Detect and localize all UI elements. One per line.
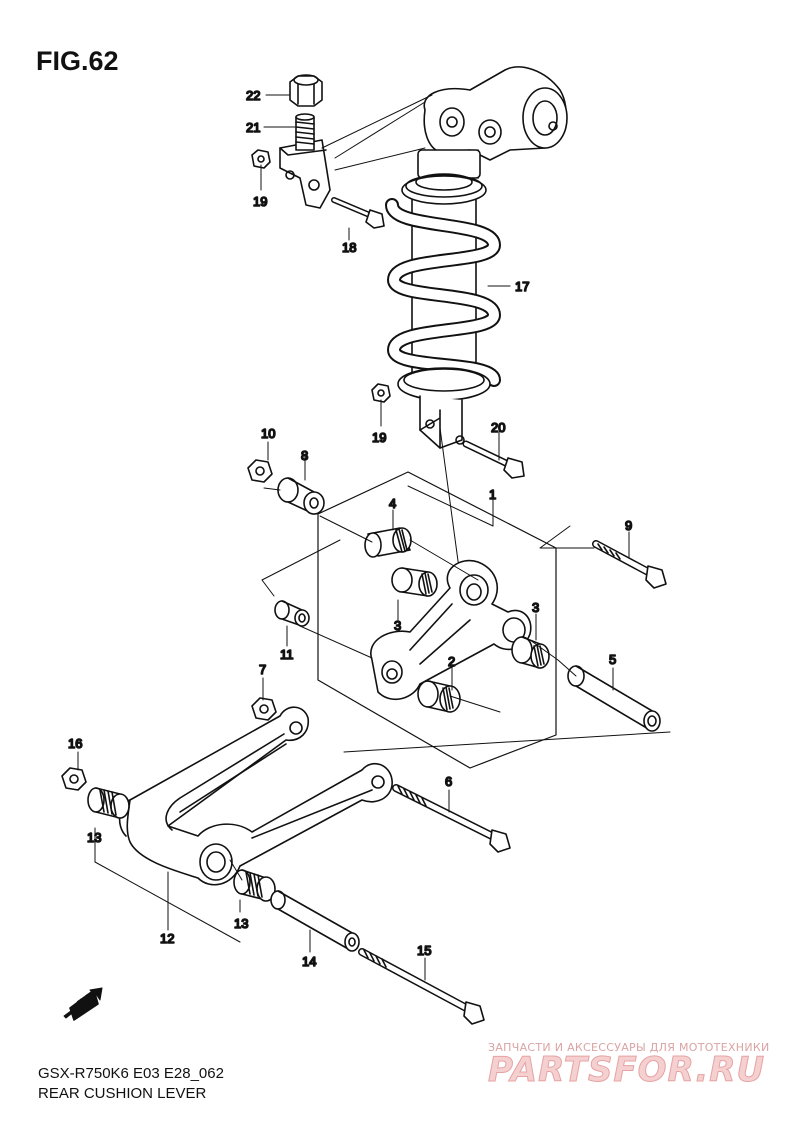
pipe-5 xyxy=(567,665,661,732)
part-label-5: 5 xyxy=(609,652,616,667)
bolt-15 xyxy=(358,948,485,1025)
bolt-9 xyxy=(592,540,667,589)
nut-16 xyxy=(61,767,87,791)
part-number-labels: 22 21 19 18 17 19 20 10 8 1 4 9 3 3 11 5… xyxy=(67,87,633,970)
part-label-21: 21 xyxy=(246,120,260,135)
bolt-20 xyxy=(455,435,525,479)
part-label-13-upper: 13 xyxy=(87,830,101,845)
bearing-3-right xyxy=(511,636,550,669)
part-label-11: 11 xyxy=(280,647,294,662)
figure-title: FIG.62 xyxy=(36,46,119,76)
part-label-20: 20 xyxy=(491,420,505,435)
part-label-9: 9 xyxy=(625,518,632,533)
part-label-22: 22 xyxy=(246,88,260,103)
watermark-tagline: ЗАПЧАСТИ И АКСЕССУАРЫ ДЛЯ МОТОТЕХНИКИ xyxy=(488,1041,770,1054)
pipe-14 xyxy=(270,890,360,952)
part-label-18: 18 xyxy=(342,240,356,255)
cushion-lever xyxy=(370,559,532,701)
lever-group-outline xyxy=(317,471,557,769)
nut-10 xyxy=(247,459,273,483)
bearing-4 xyxy=(364,527,412,558)
bolt-18 xyxy=(331,197,385,229)
part-label-2: 2 xyxy=(448,654,455,669)
part-label-6: 6 xyxy=(445,774,452,789)
nut-7 xyxy=(251,697,277,721)
watermark-logo: PARTSFOR.RU xyxy=(487,1050,766,1091)
bolt-6 xyxy=(392,784,511,853)
part-label-16: 16 xyxy=(68,736,82,751)
collar-11 xyxy=(274,600,310,627)
upper-mount-bracket xyxy=(279,113,331,209)
part-label-14: 14 xyxy=(302,954,316,969)
shock-absorber xyxy=(385,66,568,449)
part-label-12: 12 xyxy=(160,931,174,946)
part-label-15: 15 xyxy=(417,943,431,958)
nut-19-upper xyxy=(251,149,271,169)
fwd-arrow-icon: FWD xyxy=(63,987,103,1021)
part-label-13-lower: 13 xyxy=(234,916,248,931)
part-label-8: 8 xyxy=(301,448,308,463)
model-code: GSX-R750K6 E03 E28_062 xyxy=(38,1065,224,1082)
guide-lines xyxy=(261,487,595,713)
cushion-rod xyxy=(118,706,393,886)
part-label-3-right: 3 xyxy=(532,600,539,615)
part-label-10: 10 xyxy=(261,426,275,441)
part-label-7: 7 xyxy=(259,662,266,677)
collar-8 xyxy=(277,477,325,515)
part-label-3-left: 3 xyxy=(394,618,401,633)
part-label-19-lower: 19 xyxy=(372,430,386,445)
part-label-4: 4 xyxy=(389,496,396,511)
leader-lines xyxy=(77,94,630,981)
bearing-2 xyxy=(417,680,461,713)
nut-22 xyxy=(289,74,323,107)
bearing-13-lower xyxy=(233,869,276,902)
part-label-1: 1 xyxy=(489,487,496,502)
nut-19-lower xyxy=(371,383,391,403)
bearing-3-left xyxy=(391,567,438,597)
part-label-19-upper: 19 xyxy=(253,194,267,209)
diagram-subtitle: REAR CUSHION LEVER xyxy=(38,1085,207,1102)
part-label-17: 17 xyxy=(515,279,529,294)
bearing-13-upper xyxy=(87,787,130,819)
